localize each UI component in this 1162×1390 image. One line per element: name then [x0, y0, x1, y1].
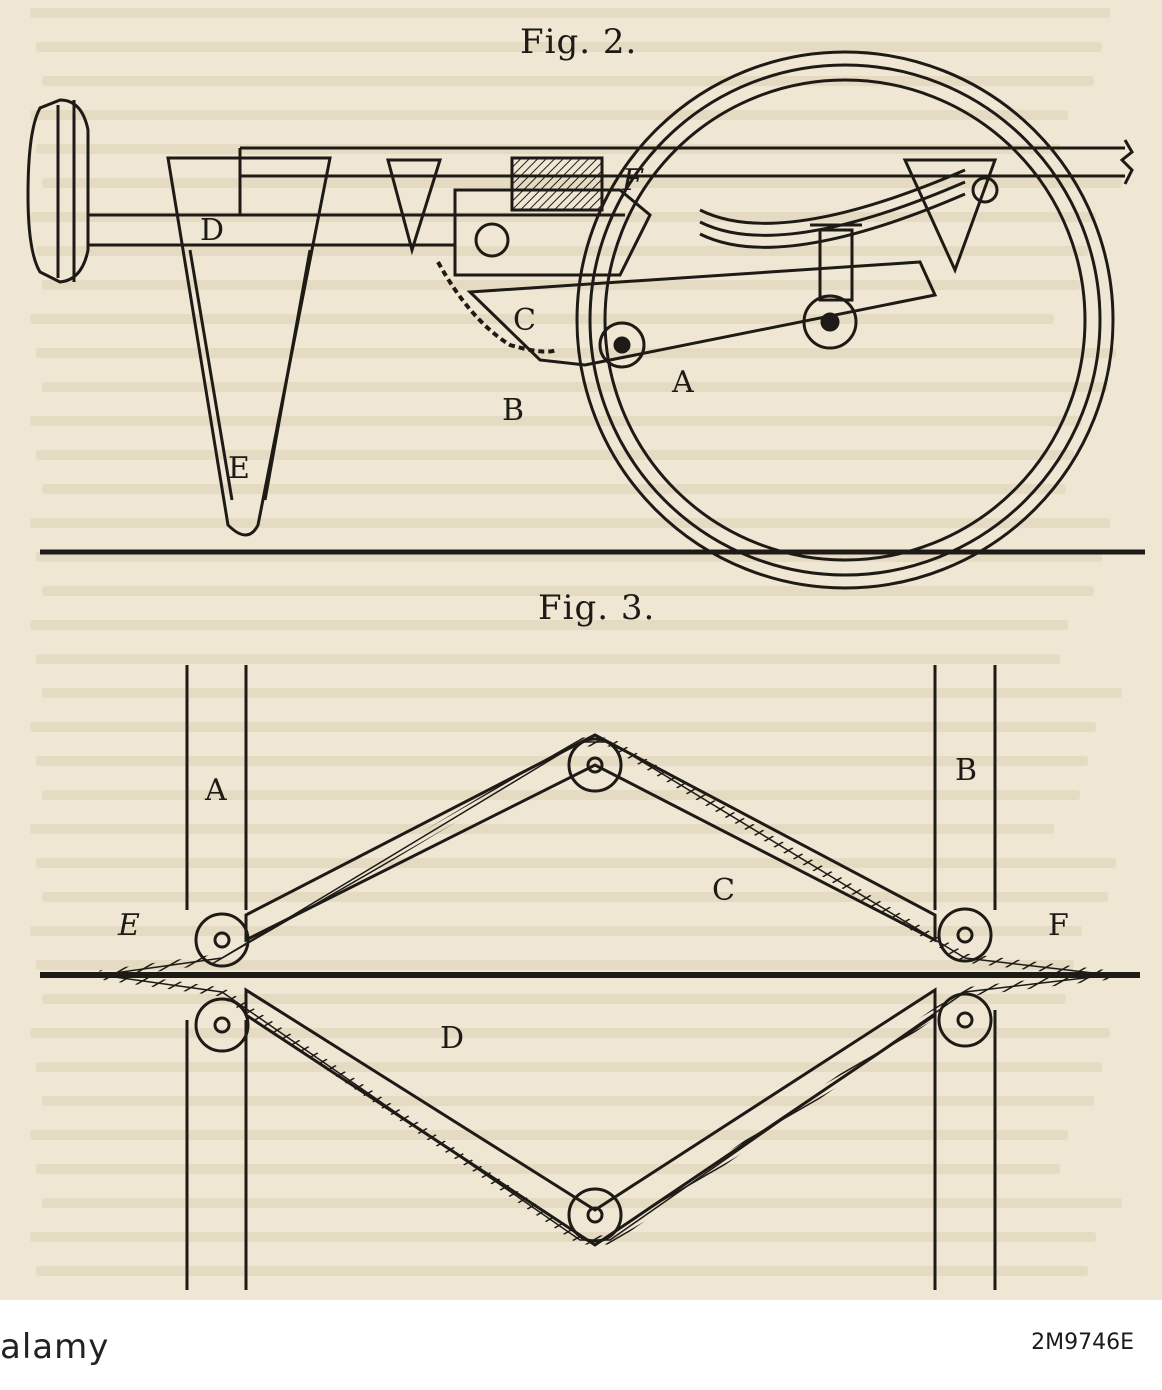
- bleed-line: [30, 518, 1110, 528]
- bleed-line: [36, 1164, 1060, 1174]
- axle-center: [820, 312, 840, 332]
- fig2-title: Fig. 2.: [520, 22, 638, 62]
- chain: [436, 261, 557, 354]
- engraving-plate: D E C B A F: [26, 50, 1145, 1290]
- bleed-line: [36, 450, 1074, 460]
- bleed-line: [36, 552, 1102, 562]
- fig3-label-b: B: [955, 753, 977, 788]
- image-id-text: 2M9746E: [1031, 1330, 1134, 1355]
- rope-loop: [99, 737, 1111, 1245]
- axle-hub: [802, 294, 858, 350]
- bleed-line: [30, 110, 1068, 120]
- bleed-line: [36, 1266, 1088, 1276]
- fig3-diagram: [40, 665, 1140, 1290]
- alamy-logo: alamy: [0, 1320, 360, 1380]
- leaf-spring: [699, 168, 966, 225]
- bleed-line: [42, 586, 1094, 596]
- bleed-line: [30, 1130, 1068, 1140]
- fig3-title: Fig. 3.: [538, 588, 656, 628]
- bleed-line: [42, 892, 1108, 902]
- wedge-e-shade: [188, 249, 234, 501]
- pulley-bottom-axle: [586, 1206, 604, 1224]
- pulley-left-upper-axle: [213, 931, 231, 949]
- pivot-arm: [453, 188, 652, 277]
- fig2-label-a: A: [671, 365, 694, 400]
- buffer-head-d: [26, 98, 90, 284]
- bleed-line: [36, 1062, 1102, 1072]
- wheel-inner-ring: [603, 78, 1087, 562]
- alamy-wordmark: alamy: [0, 1327, 109, 1367]
- wedge-e-shade: [263, 249, 312, 501]
- wedge-e: [166, 156, 332, 537]
- bleed-line: [30, 416, 1082, 426]
- fig2-label-c: C: [513, 303, 536, 338]
- fig2-diagram: [26, 50, 1145, 590]
- fig2-label-f: F: [621, 163, 644, 198]
- bleed-line: [36, 42, 1102, 52]
- bleed-line: [36, 960, 1074, 970]
- pulley-right-upper-axle: [956, 926, 974, 944]
- bleed-line: [30, 212, 1096, 222]
- leaf-spring: [699, 180, 966, 237]
- pulley-left-lower-axle: [213, 1016, 231, 1034]
- inner-wedge: [386, 158, 443, 256]
- fig2-label-d: D: [200, 213, 224, 248]
- bleed-line: [42, 76, 1094, 86]
- bleed-line: [36, 858, 1116, 868]
- screw-post: [818, 228, 854, 302]
- fig3-label-c: C: [712, 873, 735, 908]
- bleed-line: [30, 8, 1110, 18]
- hatched-block-f: [510, 156, 604, 212]
- book-page: Fig. 2. Fig. 3.: [0, 0, 1162, 1300]
- bleed-line: [30, 1232, 1096, 1242]
- right-wedge: [902, 158, 998, 274]
- bleed-line: [30, 620, 1068, 630]
- pulley-left-lower: [194, 997, 250, 1053]
- alamy-logo-mark: alamy: [0, 1320, 360, 1372]
- frame-lower-d: [244, 987, 937, 1247]
- frame-upper-c: [244, 733, 937, 943]
- fig3-label-f: F: [1048, 908, 1069, 943]
- wheel-outer-ring: [575, 50, 1115, 590]
- bleed-through-text: [30, 8, 1122, 1276]
- rope-lower-edge: [99, 974, 1111, 1241]
- fig3-label-d: D: [440, 1021, 464, 1056]
- bleed-line: [42, 382, 1108, 392]
- fig3-label-a: A: [204, 773, 227, 808]
- bleed-line: [36, 654, 1060, 664]
- bleed-line: [36, 348, 1116, 358]
- bleed-line: [36, 756, 1088, 766]
- fig2-label-e: E: [228, 451, 250, 486]
- rail-break: [1119, 139, 1134, 185]
- lever-pivot-a: [598, 321, 646, 369]
- lever-c: [466, 260, 938, 367]
- bleed-line: [30, 314, 1054, 324]
- leaf-spring: [699, 192, 966, 249]
- fig2-label-b: B: [502, 393, 524, 428]
- fig3-label-e: E: [117, 908, 140, 943]
- bleed-line: [30, 824, 1054, 834]
- bleed-line: [42, 1096, 1094, 1106]
- right-wedge-pin: [971, 176, 999, 204]
- pivot-pin: [474, 222, 510, 258]
- bleed-line: [30, 926, 1082, 936]
- pulley-top-axle: [586, 756, 604, 774]
- bleed-line: [36, 246, 1088, 256]
- bleed-line: [42, 484, 1066, 494]
- bleed-line: [42, 688, 1122, 698]
- bleed-line: [30, 1028, 1110, 1038]
- bleed-line: [30, 722, 1096, 732]
- bleed-line: [42, 994, 1066, 1004]
- bleed-line: [42, 790, 1080, 800]
- pulley-right-lower-axle: [956, 1011, 974, 1029]
- wheel-middle-ring: [588, 63, 1102, 577]
- lever-pivot-center: [613, 336, 631, 354]
- rope-upper-edge: [99, 741, 1111, 976]
